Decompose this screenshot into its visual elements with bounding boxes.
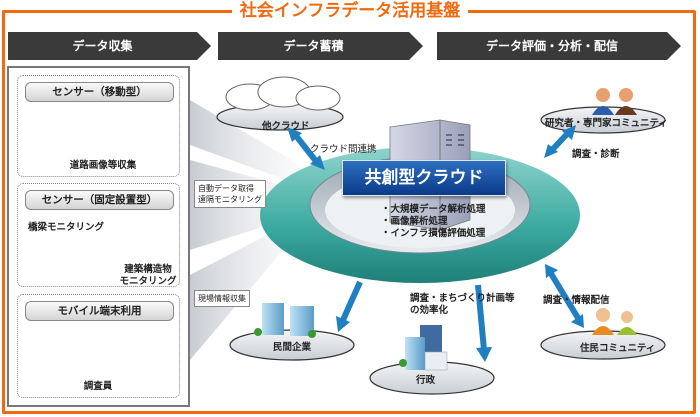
researcher-community-label: 研究者・専門家コミュニティ xyxy=(545,118,668,129)
group-header: モバイル端末利用 xyxy=(25,301,174,321)
function-item: ・画像解析処理 xyxy=(381,216,448,227)
function-item: ・大規模データ解析処理 xyxy=(381,204,486,215)
person-icon xyxy=(596,88,610,102)
flow-arrows xyxy=(287,125,584,362)
arrow-other-cloud xyxy=(294,135,318,162)
group-header: センサー（固定設置型） xyxy=(25,190,174,210)
stage-header-analysis: データ評価・分析・配信 xyxy=(437,32,681,60)
person-icon xyxy=(596,308,610,322)
person-icon xyxy=(621,311,633,323)
researcher-community-node xyxy=(540,88,666,134)
group-fixed-sensor: センサー（固定設置型） 橋梁モニタリング 建築構造物 モニタリング xyxy=(17,183,180,287)
tag-field-info: 現場情報収集 xyxy=(194,290,250,307)
stage-label: データ評価・分析・配信 xyxy=(485,39,618,53)
government-node xyxy=(369,325,495,395)
data-collection-panel: センサー（移動型） 道路画像等収集 センサー（固定設置型） 橋梁モニタリング 建… xyxy=(7,66,190,407)
tag-auto-acquisition: 自動データ取得 遠隔モニタリング xyxy=(194,180,266,208)
function-item: ・インフラ損傷評価処理 xyxy=(381,228,486,239)
private-companies-node xyxy=(229,303,355,361)
group-header: センサー（移動型） xyxy=(25,82,174,102)
cloud-link-label: クラウド間連携 xyxy=(310,144,377,155)
residents-community-node xyxy=(540,308,666,360)
cloud-functions-list: ・大規模データ解析処理 ・画像解析処理 ・インフラ損傷評価処理 xyxy=(381,204,486,240)
diagnosis-link-label: 調査・診断 xyxy=(572,149,620,160)
arrow-researcher xyxy=(549,130,571,153)
building-icon xyxy=(262,303,284,335)
info-delivery-link-label: 調査・情報配信 xyxy=(543,295,610,306)
cloud-icon xyxy=(225,76,341,111)
diagram-title: 社会インフラデータ活用基盤 xyxy=(231,0,469,22)
stage-header-collection: データ収集 xyxy=(8,32,211,60)
ray-1 xyxy=(190,100,300,185)
residents-community-label: 住民コミュニティ xyxy=(580,343,656,354)
group-mobile-sensor: センサー（移動型） 道路画像等収集 xyxy=(17,75,180,177)
ray-3 xyxy=(190,218,300,360)
arrow-government xyxy=(475,284,487,351)
planning-link-label: 調査・まちづくり計画等 の効率化 xyxy=(410,293,515,316)
caption-surveyor: 調査員 xyxy=(83,381,113,392)
caption-road-images: 道路画像等収集 xyxy=(69,160,137,171)
caption-bridge-monitoring: 橋梁モニタリング xyxy=(28,222,105,233)
group-mobile-devices: モバイル端末利用 調査員 xyxy=(17,294,180,398)
caption-building-monitoring: 建築構造物 モニタリング xyxy=(119,264,177,287)
person-icon xyxy=(619,88,633,102)
other-cloud-node xyxy=(216,76,344,131)
private-companies-label: 民間企業 xyxy=(273,342,312,353)
stage-label: データ収集 xyxy=(72,39,133,53)
co-creation-cloud-title: 共創型クラウド xyxy=(342,160,506,196)
government-label: 行政 xyxy=(416,375,436,386)
stage-header-storage: データ蓄積 xyxy=(218,32,423,60)
arrow-residents xyxy=(547,270,581,320)
other-cloud-label: 他クラウド xyxy=(262,121,310,132)
stage-label: データ蓄積 xyxy=(283,39,344,53)
arrow-private xyxy=(340,280,363,322)
